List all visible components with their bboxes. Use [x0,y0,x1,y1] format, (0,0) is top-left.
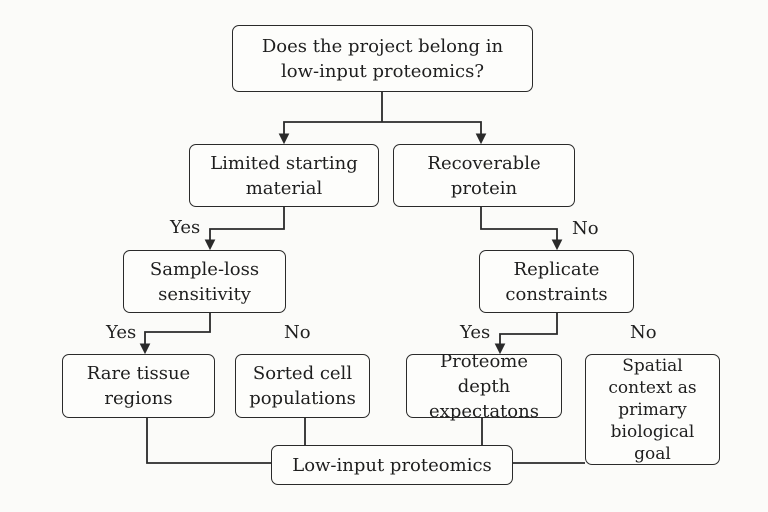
outcome-low-input-proteomics: Low-input proteomics [271,445,513,485]
connector-sample-loss-to-rare [139,313,211,355]
edge-label-yes: Yes [170,217,201,238]
node-rare-tissue-regions: Rare tissue regions [62,354,215,418]
connector-replicate-to-proteome [494,313,558,355]
connector-to-limited [278,121,382,145]
connector-recoverable-to-replicate [480,207,563,251]
connector-to-recoverable [382,121,487,145]
edge-label-yes: Yes [460,322,491,343]
node-limited-starting-material: Limited starting material [189,144,379,207]
edge-label-no: No [284,322,311,343]
node-sorted-cell-populations: Sorted cell populations [235,354,370,418]
node-spatial-context: Spatial context as primary biological go… [585,354,720,465]
edge-label-no: No [630,322,657,343]
edge-label-yes: Yes [106,322,137,343]
decision-question: Does the project belong in low-input pro… [232,25,533,92]
node-replicate-constraints: Replicate constraints [479,250,634,313]
connector-limited-to-sample-loss [204,207,285,251]
connector-rare-to-outcome [146,418,271,464]
edge-label-no: No [572,218,599,239]
node-recoverable-protein: Recoverable protein [393,144,575,207]
node-proteome-depth-expectations: Proteome depth expectatons [406,351,562,422]
node-sample-loss-sensitivity: Sample-loss sensitivity [123,250,286,313]
